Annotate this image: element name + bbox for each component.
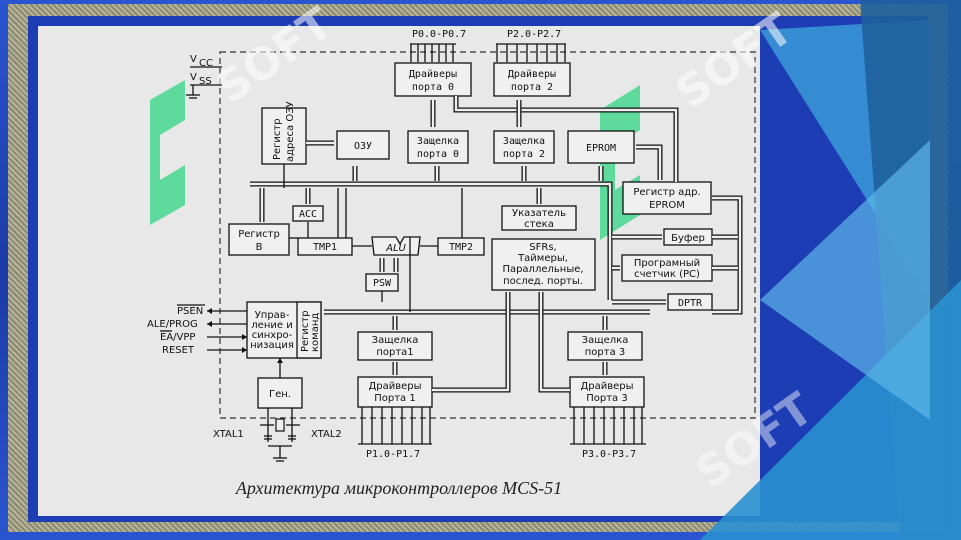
svg-text:ALU: ALU [385, 243, 406, 254]
alu: ALU [371, 236, 421, 256]
port2-pins [496, 43, 566, 62]
svg-text:Порта 1: Порта 1 [374, 393, 415, 404]
svg-text:команд: команд [310, 313, 321, 352]
eprom-address-register: Регистр адр. EPROM [622, 181, 712, 215]
svg-text:ACC: ACC [299, 209, 317, 220]
svg-text:порта 2: порта 2 [503, 149, 545, 160]
svg-text:порта 0: порта 0 [412, 82, 454, 93]
drivers-port1: Драйверы Порта 1 [357, 376, 433, 408]
svg-text:порта1: порта1 [376, 347, 413, 358]
latch-port1: Защелка порта1 [357, 331, 433, 361]
signal-lines [283, 164, 463, 312]
program-counter: Програмный счетчик (PC) [621, 254, 713, 282]
svg-text:EA/VPP: EA/VPP [160, 332, 195, 343]
svg-text:Драйверы: Драйверы [409, 68, 457, 80]
accumulator: ACC [292, 205, 324, 222]
svg-text:Защелка: Защелка [372, 335, 419, 346]
svg-text:PSEN: PSEN [177, 306, 203, 317]
port1-label: P1.0-P1.7 [366, 449, 420, 460]
svg-text:Таймеры,: Таймеры, [517, 253, 568, 264]
port3-pins [570, 407, 646, 445]
latch-port3: Защелка порта 3 [567, 331, 643, 361]
xtal1-label: XTAL1 [213, 429, 244, 440]
watermark-text-left: SOFT [207, 0, 342, 114]
vss-sub: SS [199, 76, 212, 87]
svg-text:Регистр адр.: Регистр адр. [633, 187, 700, 198]
svg-text:PSW: PSW [373, 278, 392, 289]
svg-text:Регистр: Регистр [300, 310, 311, 352]
svg-text:Драйверы: Драйверы [368, 381, 421, 392]
svg-text:Защелка: Защелка [503, 136, 545, 147]
drivers-port2: Драйверы порта 2 [493, 62, 571, 97]
svg-text:B: B [256, 242, 263, 253]
eprom: EPROM [567, 130, 635, 164]
svg-text:порта 0: порта 0 [417, 149, 459, 160]
svg-text:EPROM: EPROM [586, 143, 616, 154]
svg-text:TMP1: TMP1 [313, 242, 337, 253]
svg-text:стека: стека [524, 219, 554, 230]
svg-text:послед. порты.: послед. порты. [503, 276, 583, 287]
svg-text:ALE/PROG: ALE/PROG [147, 319, 198, 330]
buffer: Буфер [663, 228, 713, 246]
svg-text:Параллельные,: Параллельные, [502, 264, 583, 275]
latch-port2: Защелка порта 2 [493, 130, 555, 164]
svg-text:DPTR: DPTR [678, 298, 703, 309]
ram-address-register: Регистр адреса ОЗУ [261, 101, 307, 165]
svg-text:Защелка: Защелка [417, 136, 459, 147]
stack-pointer: Указатель стека [501, 205, 577, 231]
control-pins: PSEN ALE/PROG EA/VPP RESET [147, 304, 247, 356]
watermark-text-right: SOFT [667, 3, 802, 119]
svg-text:EPROM: EPROM [649, 200, 685, 211]
ram: ОЗУ [336, 130, 390, 160]
svg-text:TMP2: TMP2 [449, 242, 473, 253]
drivers-port3: Драйверы Порта 3 [569, 376, 645, 408]
svg-text:Драйверы: Драйверы [508, 68, 556, 80]
svg-text:Програмный: Програмный [634, 258, 700, 269]
svg-text:Регистр: Регистр [272, 118, 283, 160]
svg-text:Драйверы: Драйверы [580, 381, 633, 392]
vss-label: V [190, 72, 197, 83]
svg-text:синхро-: синхро- [252, 330, 293, 341]
svg-text:счетчик (PC): счетчик (PC) [634, 269, 700, 280]
svg-text:низация: низация [250, 340, 294, 351]
sfr-block: SFRs, Таймеры, Параллельные, послед. пор… [491, 238, 596, 291]
tmp2: TMP2 [437, 237, 485, 256]
generator: Ген. [257, 358, 303, 462]
instruction-register: Регистр команд [296, 301, 322, 359]
svg-text:Регистр: Регистр [238, 229, 280, 240]
xtal2-label: XTAL2 [311, 429, 342, 440]
power-pins: V CC V SS [186, 54, 222, 99]
bus-arrows [259, 100, 738, 375]
port0-label: P0.0-P0.7 [412, 29, 466, 40]
register-b: Регистр B [228, 223, 290, 256]
watermark-logo-left [150, 80, 185, 225]
latch-port0: Защелка порта 0 [407, 130, 469, 164]
svg-text:адреса ОЗУ: адреса ОЗУ [285, 101, 296, 162]
svg-text:ление и: ление и [251, 320, 292, 331]
svg-text:RESET: RESET [162, 345, 195, 356]
svg-text:порта 3: порта 3 [585, 347, 626, 358]
vcc-sub: CC [199, 58, 213, 69]
svg-text:порта 2: порта 2 [511, 82, 553, 93]
svg-text:Защелка: Защелка [582, 335, 629, 346]
svg-text:Управ-: Управ- [255, 310, 290, 321]
svg-text:Порта 3: Порта 3 [586, 393, 627, 404]
svg-text:Буфер: Буфер [671, 233, 705, 244]
port1-pins [358, 407, 432, 445]
tmp1: TMP1 [297, 237, 353, 256]
vcc-label: V [190, 54, 197, 65]
buses [250, 96, 743, 393]
port3-label: P3.0-P3.7 [582, 449, 636, 460]
drivers-port0: Драйверы порта 0 [394, 62, 472, 97]
svg-text:Указатель: Указатель [512, 208, 566, 219]
svg-text:SFRs,: SFRs, [529, 242, 556, 253]
psw: PSW [365, 273, 399, 292]
dptr: DPTR [667, 293, 713, 311]
port0-pins [410, 43, 456, 62]
svg-text:ОЗУ: ОЗУ [354, 141, 372, 152]
diagram-caption: Архитектура микроконтроллеров MCS-51 [235, 478, 563, 498]
port2-label: P2.0-P2.7 [507, 29, 561, 40]
svg-text:Ген.: Ген. [269, 389, 291, 400]
